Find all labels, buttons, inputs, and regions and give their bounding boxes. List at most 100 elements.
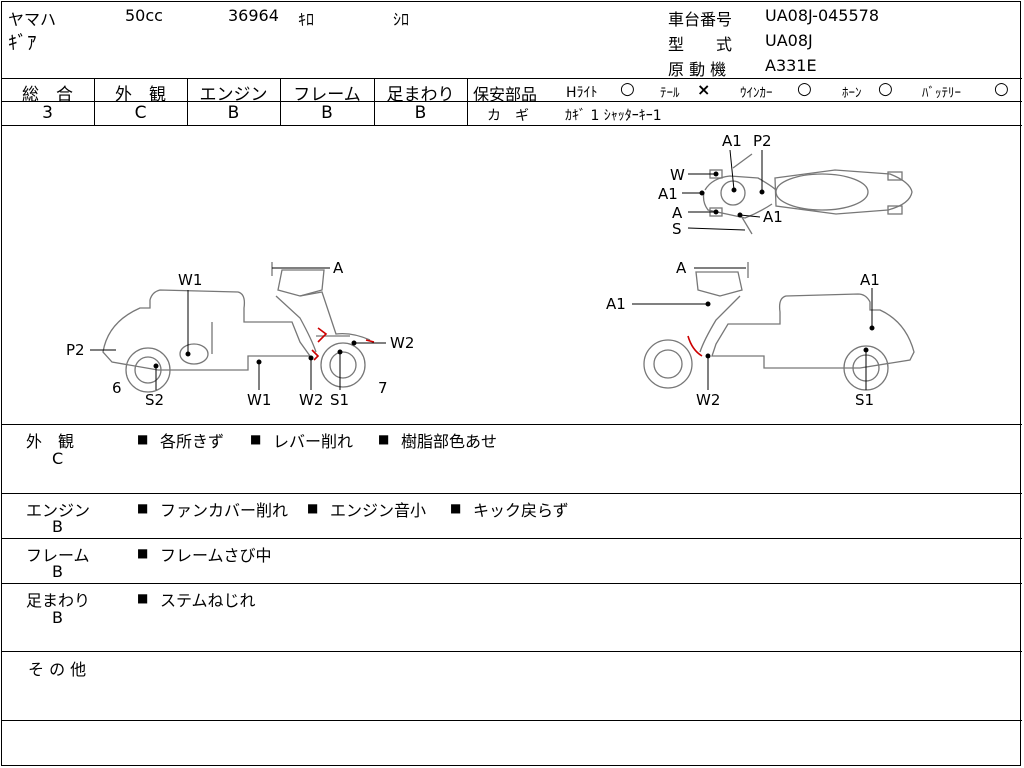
notes-line [1, 493, 1022, 494]
label-top-a1-left: A1 [658, 185, 678, 203]
headlight-label: Hﾗｲﾄ [566, 85, 598, 101]
label-s2: S2 [145, 391, 164, 409]
notes-line [1, 583, 1022, 584]
note-engine-item: キック戻らず [473, 501, 569, 520]
label-right-a1-left: A1 [606, 295, 626, 313]
notes-line [1, 538, 1022, 539]
bullet-icon: ■ [137, 591, 149, 605]
damage-marks [311, 327, 703, 361]
bullet-icon: ■ [137, 432, 149, 446]
tail-mark: × [697, 80, 711, 99]
overall-label: 総 合 [22, 85, 73, 105]
frame-label: フレーム [293, 85, 361, 105]
label-top-s: S [672, 220, 682, 238]
label-right-a: A [676, 259, 687, 277]
tail-label: ﾃｰﾙ [660, 86, 680, 101]
label-w1-top: W1 [178, 271, 202, 289]
note-engine-item: エンジン音小 [330, 501, 427, 520]
note-frame-grade: B [52, 562, 63, 581]
label-a: A [333, 259, 344, 277]
grade-divider [280, 78, 281, 125]
note-engine-label: エンジン [26, 501, 91, 520]
notes-line [1, 720, 1022, 721]
label-w2-bottom: W2 [299, 391, 323, 409]
battery-mark: ○ [994, 79, 1009, 99]
grade-divider [467, 78, 468, 125]
bullet-icon: ■ [250, 432, 262, 446]
note-suspension-grade: B [52, 608, 63, 627]
keys-label: カ ギ [487, 108, 529, 124]
note-suspension-item: ステムねじれ [160, 591, 256, 610]
label-right-s1: S1 [855, 391, 874, 409]
note-frame-label: フレーム [26, 546, 90, 565]
engine-label: エンジン [199, 85, 268, 105]
grade-divider [187, 78, 188, 125]
note-exterior-grade: C [52, 449, 64, 468]
safety-label: 保安部品 [473, 85, 538, 104]
note-other-label: そ の 他 [28, 660, 87, 679]
note-exterior-item: 樹脂部色あせ [401, 432, 498, 451]
label-top-a: A [672, 204, 683, 222]
note-exterior-label: 外 観 [26, 432, 75, 451]
winker-mark: ○ [797, 79, 812, 99]
winker-label: ｳｲﾝｶｰ [740, 86, 773, 101]
label-right-a1-right: A1 [860, 271, 880, 289]
grade-bottom-line [1, 125, 1022, 126]
horn-mark: ○ [878, 79, 893, 99]
keys-value: ｶｷﾞ 1 ｼｬｯﾀｰｷｰ1 [565, 108, 662, 124]
bullet-icon: ■ [137, 546, 149, 560]
note-exterior-item: 各所きず [160, 432, 225, 451]
engine-model-label: 原 動 機 [668, 60, 727, 79]
grade-top-line [1, 78, 1022, 79]
overall-grade: 3 [42, 103, 53, 123]
bullet-icon: ■ [307, 501, 319, 515]
scooter-top-view [702, 153, 913, 235]
label-w1-bottom: W1 [247, 391, 271, 409]
notes-top-line [1, 424, 1022, 425]
mileage: 36964 [228, 6, 279, 25]
exterior-label: 外 観 [115, 85, 166, 105]
grade-divider [374, 78, 375, 125]
grade-divider [94, 78, 95, 125]
label-p2: P2 [66, 341, 85, 359]
scooter-left-view [102, 262, 371, 393]
label-w2-right: W2 [390, 334, 414, 352]
maker: ヤマハ [8, 10, 57, 29]
label-7: 7 [378, 379, 388, 397]
type-label: 型 式 [668, 35, 733, 54]
label-top-p2: P2 [753, 132, 772, 150]
notes-line [1, 651, 1022, 652]
color: ｼﾛ [393, 10, 410, 29]
label-right-w2: W2 [696, 391, 720, 409]
suspension-grade: B [414, 103, 427, 123]
grade-mid-line [1, 101, 467, 102]
note-frame-item: フレームさび中 [160, 546, 272, 565]
displacement: 50cc [125, 6, 163, 25]
exterior-grade: C [134, 103, 147, 123]
label-top-a1: A1 [722, 132, 742, 150]
frame-no: UA08J-045578 [765, 6, 880, 25]
damage-diagram: W1 A P2 W2 6 S2 W1 W2 S1 7 A1 P2 W A1 A … [66, 132, 915, 409]
type-value: UA08J [765, 31, 813, 50]
suspension-label: 足まわり [386, 85, 455, 105]
label-6: 6 [112, 379, 122, 397]
label-s1: S1 [330, 391, 349, 409]
safety-mid-line [467, 101, 1022, 102]
label-top-a1-right: A1 [763, 208, 783, 226]
bullet-icon: ■ [137, 501, 149, 515]
engine-model: A331E [765, 56, 817, 75]
headlight-mark: ○ [620, 79, 635, 99]
mileage-unit: ｷﾛ [298, 10, 315, 29]
model-name: ｷﾞｱ [8, 32, 37, 54]
frame-no-label: 車台番号 [668, 10, 733, 29]
engine-grade: B [227, 103, 240, 123]
frame-grade: B [321, 103, 333, 123]
bullet-icon: ■ [378, 432, 390, 446]
horn-label: ﾎｰﾝ [842, 86, 862, 101]
bullet-icon: ■ [450, 501, 462, 515]
note-suspension-label: 足まわり [26, 591, 91, 610]
label-top-w: W [670, 166, 685, 184]
battery-label: ﾊﾞｯﾃﾘｰ [922, 86, 961, 101]
note-engine-grade: B [52, 517, 63, 536]
